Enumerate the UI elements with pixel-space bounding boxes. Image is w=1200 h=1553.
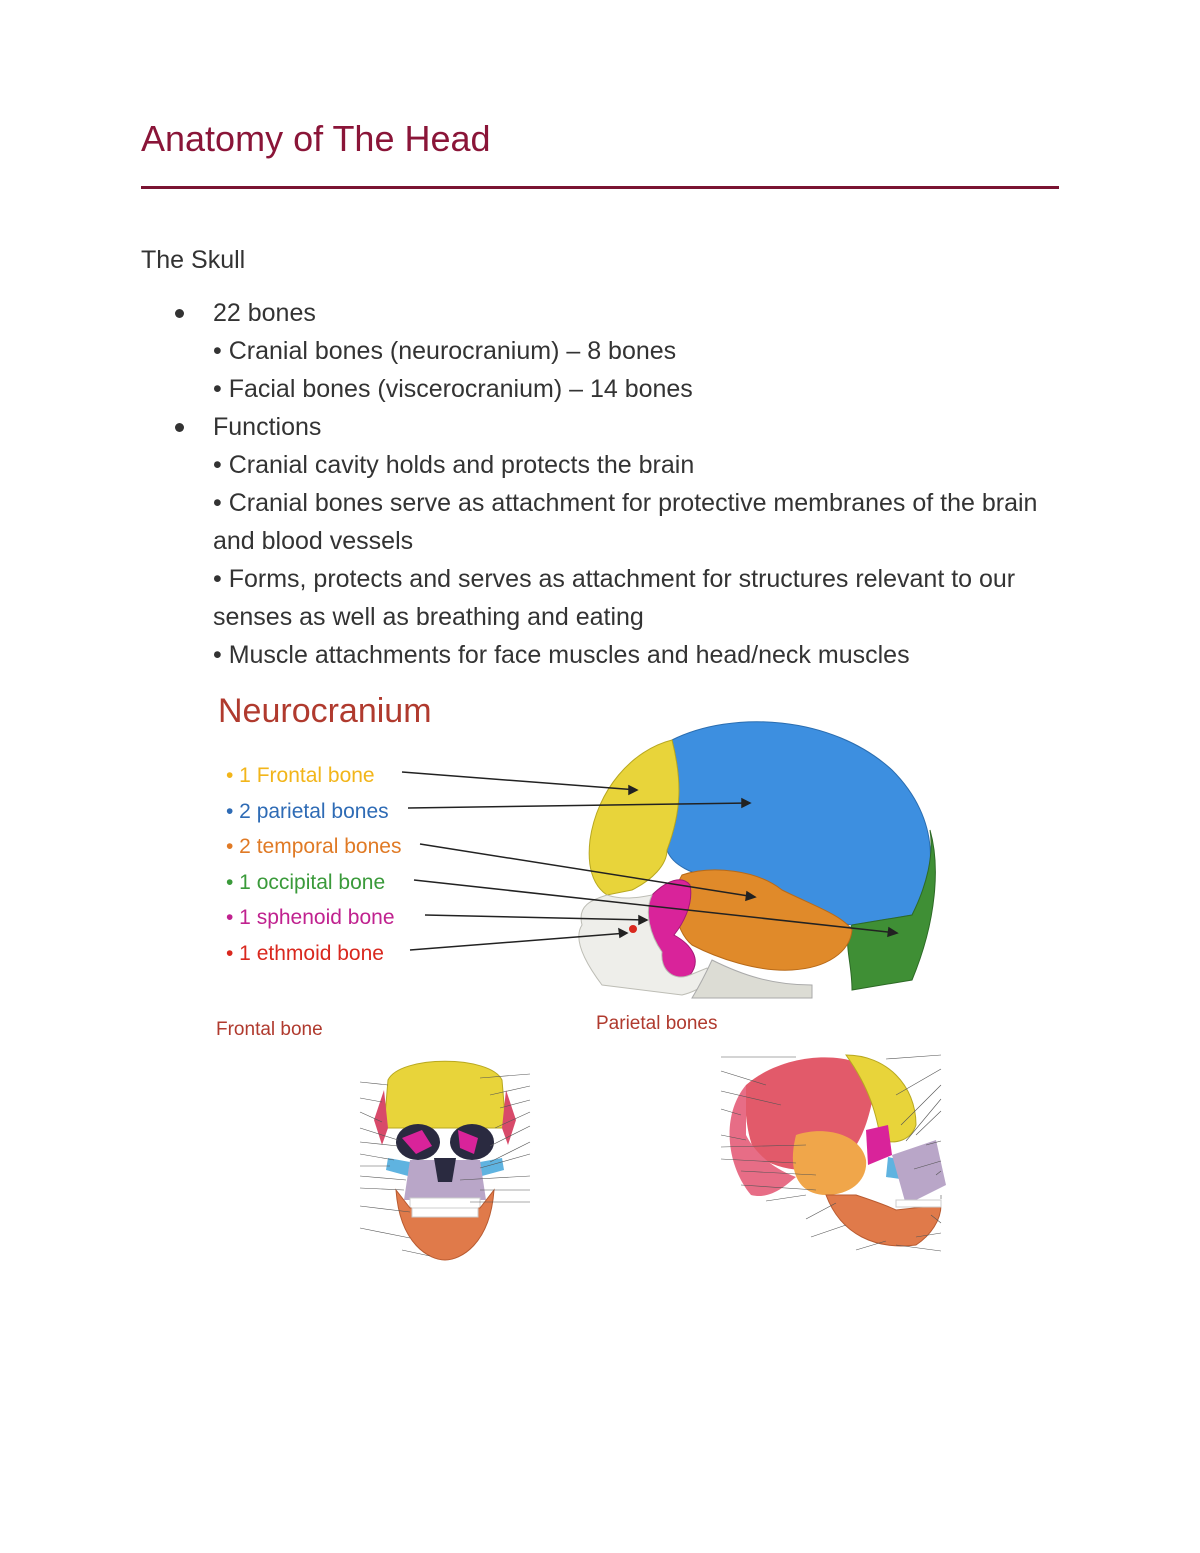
frontal-bone-shape bbox=[383, 1060, 507, 1129]
parietal-figure-title: Parietal bones bbox=[596, 1013, 718, 1034]
pointer-lines bbox=[401, 771, 899, 951]
sub-item: • Forms, protects and serves as attachme… bbox=[141, 560, 1051, 636]
bullet-list: 22 bones • Cranial bones (neurocranium) … bbox=[141, 294, 1051, 674]
sub-item-text: • Cranial bones (neurocranium) – 8 bones bbox=[213, 337, 677, 365]
sphenoid-bone-shape bbox=[866, 1125, 892, 1165]
mandible-shape bbox=[691, 959, 813, 999]
sub-item: • Facial bones (viscerocranium) – 14 bon… bbox=[141, 370, 1051, 408]
sub-item-text: • Cranial bones serve as attachment for … bbox=[213, 489, 1038, 555]
maxilla-shape bbox=[892, 1140, 946, 1205]
leader-lines bbox=[359, 1073, 531, 1257]
sub-item: • Cranial bones (neurocranium) – 8 bones bbox=[141, 332, 1051, 370]
frontal-figure-title: Frontal bone bbox=[216, 1019, 323, 1040]
skull-lateral-illustration bbox=[401, 721, 936, 999]
label-frontal-bone: • 1 Frontal bone bbox=[226, 764, 375, 787]
neurocranium-label-list: • 1 Frontal bone • 2 parietal bones • 2 … bbox=[226, 758, 401, 971]
neurocranium-figure: Neurocranium • 1 Frontal bone • 2 pariet… bbox=[212, 690, 937, 1000]
title-divider bbox=[141, 186, 1059, 189]
facial-skeleton-shape bbox=[578, 894, 709, 996]
skull-lateral-labeled-illustration bbox=[720, 1054, 946, 1252]
sub-item: • Cranial bones serve as attachment for … bbox=[141, 484, 1051, 560]
parietal-bone-shape bbox=[374, 1090, 388, 1145]
temporal-bone-shape bbox=[674, 869, 853, 971]
zygomatic-bone-shape bbox=[386, 1158, 410, 1176]
temporal-bone-shape bbox=[792, 1131, 867, 1195]
frontal-bone-shape bbox=[845, 1054, 917, 1143]
frontal-bone-shape bbox=[588, 739, 680, 896]
bullet-item-functions: Functions bbox=[141, 408, 1051, 446]
leader-lines bbox=[720, 1054, 942, 1252]
label-sphenoid-bone: • 1 sphenoid bone bbox=[226, 906, 395, 929]
ethmoid-bone-shape bbox=[629, 925, 637, 933]
sub-item-text: • Forms, protects and serves as attachme… bbox=[213, 565, 1016, 631]
neurocranium-title: Neurocranium bbox=[218, 692, 432, 730]
label-parietal-bones: • 2 parietal bones bbox=[226, 799, 389, 823]
bullet-dot-icon bbox=[175, 423, 184, 432]
label-occipital-bone: • 1 occipital bone bbox=[226, 870, 386, 894]
bullet-text: Functions bbox=[213, 413, 322, 441]
bullet-item-bones: 22 bones bbox=[141, 294, 1051, 332]
sub-item: • Cranial cavity holds and protects the … bbox=[141, 446, 1051, 484]
occipital-bone-shape bbox=[729, 1085, 796, 1196]
bullet-dot-icon bbox=[175, 309, 184, 318]
page-title: Anatomy of The Head bbox=[141, 118, 491, 159]
sub-item-text: • Muscle attachments for face muscles an… bbox=[213, 641, 910, 669]
bullet-text: 22 bones bbox=[213, 299, 316, 327]
skull-anterior-illustration bbox=[359, 1060, 531, 1261]
occipital-bone-shape bbox=[847, 829, 936, 991]
mandible-shape bbox=[825, 1194, 942, 1247]
label-ethmoid-bone: • 1 ethmoid bone bbox=[226, 941, 384, 965]
sub-item-text: • Facial bones (viscerocranium) – 14 bon… bbox=[213, 375, 693, 403]
section-heading: The Skull bbox=[141, 246, 246, 274]
sub-item: • Muscle attachments for face muscles an… bbox=[141, 636, 1051, 674]
sub-item-text: • Cranial cavity holds and protects the … bbox=[213, 451, 695, 479]
label-temporal-bones: • 2 temporal bones bbox=[226, 835, 402, 858]
